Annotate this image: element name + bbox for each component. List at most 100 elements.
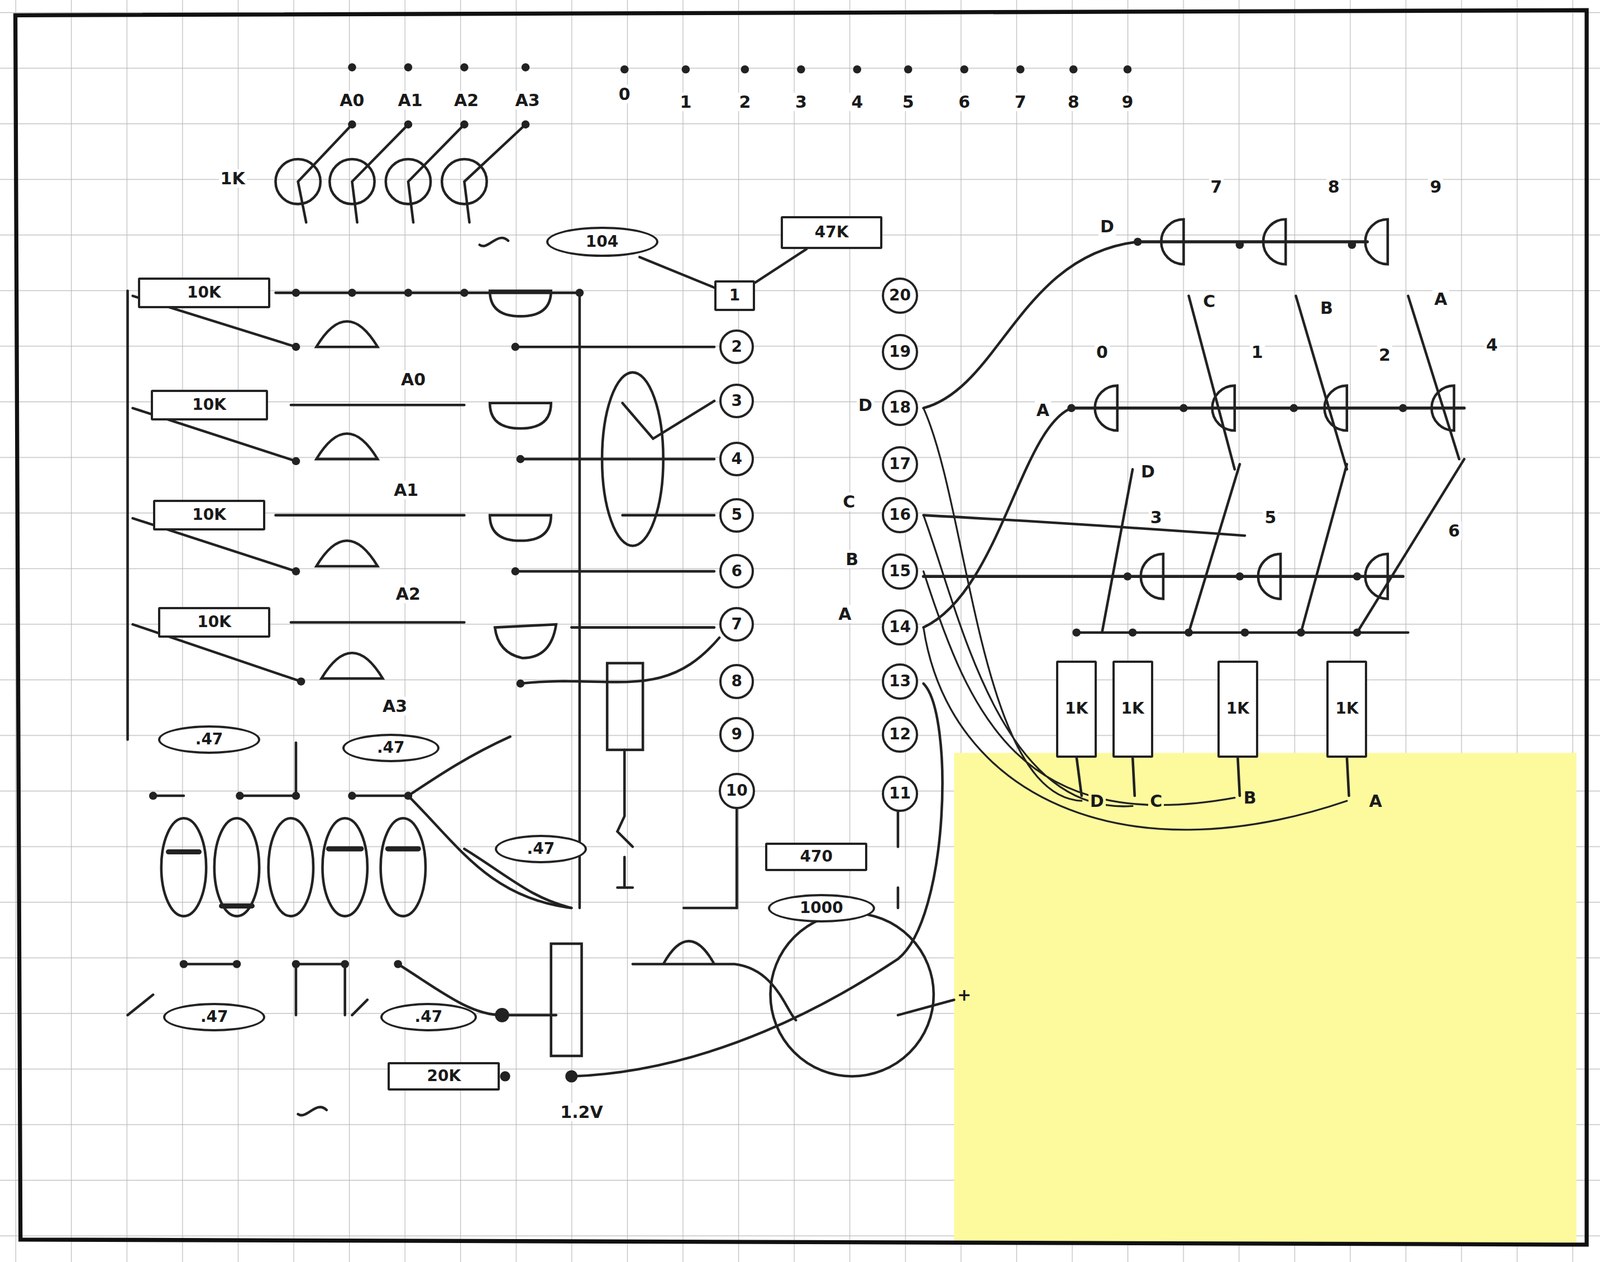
pin-number: 13 [881,663,919,700]
pin-number: 11 [881,775,919,813]
value-text: 1 [729,287,740,305]
component-label: 10K [158,607,271,638]
value-text: .47 [195,731,224,749]
sketch-circle [1184,628,1193,637]
pin-label: 0 [1094,342,1110,362]
sketch-path [923,408,1348,830]
sketch-circle [1398,403,1408,413]
sketch-path [622,400,715,516]
pin-number: 12 [881,716,919,753]
pin-label: D [1139,462,1157,481]
pin-label: 1K [218,169,247,188]
sketch-circle [404,63,413,72]
value-text: .47 [527,840,556,858]
sketch-circle [960,65,969,74]
pin-label: C [841,492,857,511]
value-text: 47K [814,223,849,242]
component-label: 1K [1326,660,1368,758]
sketch-rect [551,943,582,1057]
sketch-path [571,683,943,1077]
sketch-ellipse [214,818,260,916]
sketch-path [15,10,1588,1245]
component-label: 1 [714,280,756,312]
pin-label: A [1367,791,1384,811]
pin-label: C [1201,292,1217,311]
sketch-circle [510,567,520,576]
sketch-circle [347,63,357,72]
sketch-circle [1128,628,1138,637]
sketch-circle [1289,403,1298,413]
pin-label: 9 [1120,92,1136,112]
pin-label: 8 [1326,177,1342,197]
value-text: 9 [731,726,742,744]
sketch-rect [953,752,1576,1243]
sketch-circle [796,65,806,74]
sketch-circle [292,288,301,298]
wire-connector [755,249,807,283]
sketch-circle [1072,628,1081,637]
value-text: 15 [889,562,911,581]
sketch-circle [1353,572,1362,581]
sketch-circle [1235,572,1245,581]
sketch-circle [620,65,629,74]
value-text: .47 [376,739,405,757]
pin-label: 7 [1013,92,1029,112]
component-label: 10K [153,499,266,531]
sketch-circle [1348,240,1357,250]
sketch-circle [460,288,469,298]
value-text: 1K [1121,700,1145,718]
pin-label: 1 [677,92,694,112]
value-text: 6 [731,562,742,581]
pin-label: 3 [1148,508,1164,527]
pin-label: D [1088,791,1106,811]
sketch-path [316,321,384,679]
pin-label: A3 [380,696,409,716]
sketch-circle [1296,628,1306,637]
value-text: 7 [731,615,742,634]
value-text: 1K [1335,700,1359,718]
component-label: 10K [150,389,269,421]
value-text: 11 [889,785,911,803]
component-label: 10K [137,277,271,309]
sketch-path [923,241,1246,628]
wire-connector [639,256,715,288]
component-label: .47 [342,733,440,763]
sketch-path [1101,295,1465,633]
sketch-circle [853,65,862,74]
sketch-circle [404,791,413,801]
pin-label: 2 [1377,345,1393,365]
sketch-circle [1240,628,1250,637]
pin-label: A0 [399,370,428,389]
value-text: 20K [426,1067,461,1086]
sketch-circle [292,342,301,352]
value-text: .47 [200,1008,229,1026]
sketch-circle [681,65,691,74]
sketch-path [298,237,509,1116]
pin-label: 8 [1066,92,1082,112]
pin-label: B [843,550,861,569]
sketch-circle [347,791,357,801]
sketch-path [617,805,737,909]
pin-label: A0 [337,91,366,110]
sketch-circle [741,65,750,74]
pin-number: 20 [881,277,919,314]
pin-number: 19 [881,333,919,371]
pin-number: 15 [881,553,919,590]
sketch-path [126,290,130,740]
pin-number: 10 [718,772,756,810]
component-label: 1K [1217,660,1259,758]
sketch-path [168,848,419,906]
sketch-circle [393,960,403,969]
sketch-circle [499,1071,510,1082]
sketch-circle [232,960,242,969]
sketch-circle [1353,628,1362,637]
sketch-g [347,63,1132,1083]
sketch-path [617,750,633,848]
pin-label: A2 [452,91,481,110]
pin-label: 4 [1484,335,1500,355]
sketch-circle [292,960,301,969]
pin-label: 9 [1427,177,1444,197]
sketch-path [298,124,526,223]
